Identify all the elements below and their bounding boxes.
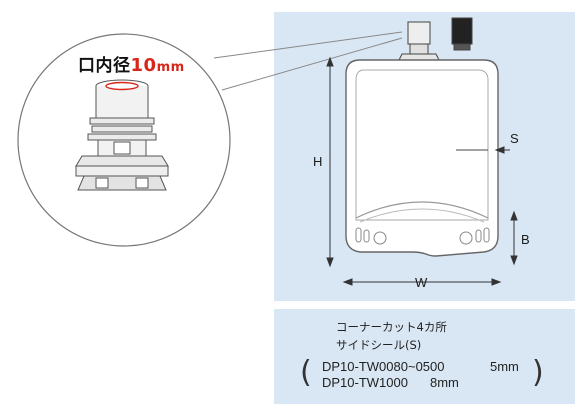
magnified-spout [17,33,231,247]
dimension-s-label: S [510,131,519,146]
paren-close: ) [532,355,544,390]
dimension-b-label: B [521,232,530,247]
note-side-seal: サイドシール(S) [336,338,422,352]
spec-model-1: DP10-TW0080~0500 [322,359,445,374]
callout-lines [213,31,403,91]
note-corner-cut: コーナーカット4カ所 [336,320,447,334]
paren-open: ( [300,355,312,390]
dimension-h-label: H [313,154,323,169]
spec-size-2: 8mm [430,375,459,390]
spout-label-unit: mm [156,60,185,75]
notes-panel [274,309,575,404]
pouch [345,17,499,257]
spout-label-value: 10 [130,55,157,76]
spec-model-2: DP10-TW1000 [322,375,408,390]
spout-diameter-label: 口内径10mm [78,51,185,76]
spout-label-prefix: 口内径 [78,56,131,76]
dimension-w-label: W [415,275,428,290]
spec-size-1: 5mm [490,359,519,374]
dimension-lines [326,56,518,286]
